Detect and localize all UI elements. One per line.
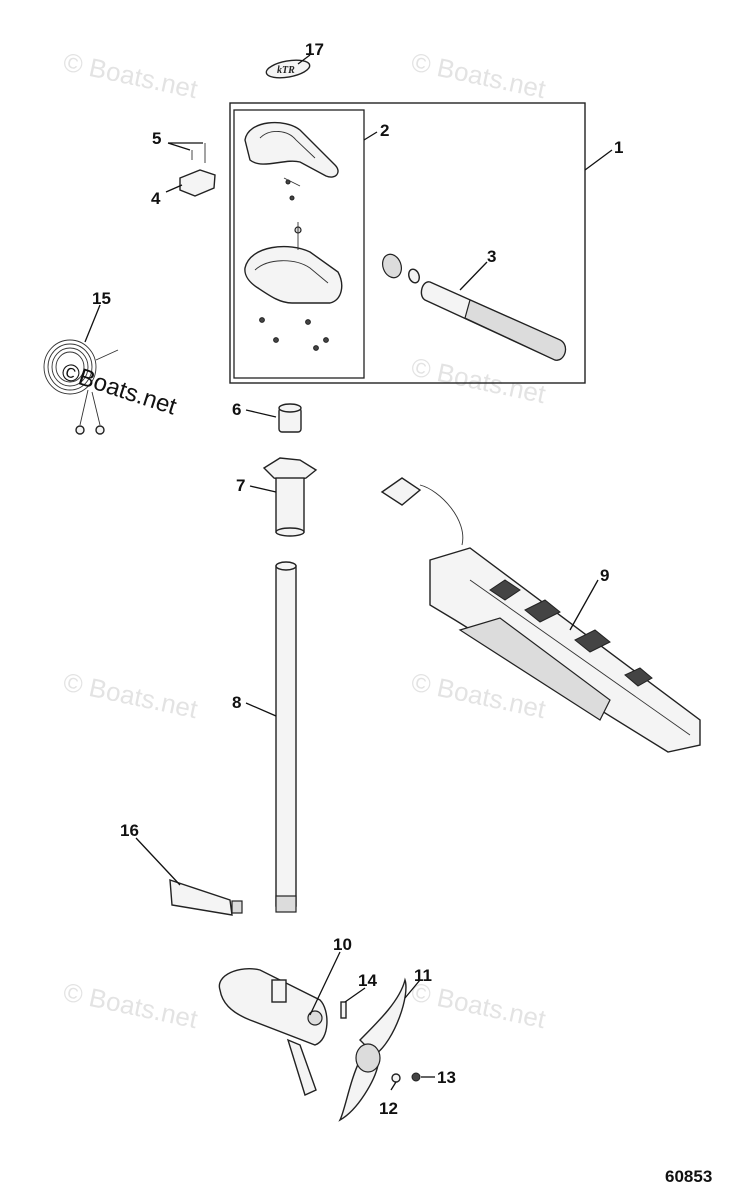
kit-box-inner	[233, 109, 365, 379]
decal-part: kTR	[265, 59, 311, 79]
callout-4: 4	[151, 189, 161, 208]
watermark-2: © Boats.net	[409, 47, 549, 105]
top-cover-part	[244, 121, 339, 201]
callout-1: 1	[614, 138, 623, 157]
lower-housing-part	[244, 222, 343, 351]
callout-16: 16	[120, 821, 139, 840]
callout-6: 6	[232, 400, 241, 419]
mount-part	[380, 477, 701, 753]
nut-part	[411, 1072, 421, 1082]
callout-2: 2	[380, 121, 389, 140]
figure-number: 60853	[665, 1167, 712, 1186]
callout-3: 3	[487, 247, 496, 266]
pin-part	[340, 1001, 347, 1019]
callout-15: 15	[92, 289, 111, 308]
watermark-7: © Boats.net	[409, 977, 549, 1035]
kit-box-outer	[229, 102, 586, 384]
washer-part	[391, 1073, 401, 1083]
watermark-1: © Boats.net	[61, 47, 201, 105]
wire-harness-part	[43, 339, 119, 435]
callout-17: 17	[305, 40, 324, 59]
bracket-part	[179, 143, 216, 197]
callout-11: 11	[414, 966, 432, 985]
callout-10: 10	[333, 935, 352, 954]
callout-5: 5	[152, 129, 161, 148]
watermark-5: © Boats.net	[409, 667, 549, 725]
watermark-4: © Boats.net	[61, 667, 201, 725]
watermark-3: © Boats.net	[409, 352, 549, 410]
collar-part	[278, 403, 302, 433]
callout-13: 13	[437, 1068, 456, 1087]
propeller-part	[338, 977, 407, 1122]
watermark-6: © Boats.net	[61, 977, 201, 1035]
handle-part	[381, 253, 567, 361]
callout-9: 9	[600, 566, 609, 585]
motor-part	[218, 968, 328, 1096]
callout-7: 7	[236, 476, 245, 495]
grease-tube-part	[169, 879, 243, 916]
callout-12: 12	[379, 1099, 398, 1118]
callout-8: 8	[232, 693, 241, 712]
watermark-feature: ©Boats.net	[58, 358, 180, 421]
shaft-part	[275, 561, 297, 913]
callout-14: 14	[358, 971, 377, 990]
knob-part	[262, 457, 318, 537]
decal-text: kTR	[277, 65, 295, 76]
